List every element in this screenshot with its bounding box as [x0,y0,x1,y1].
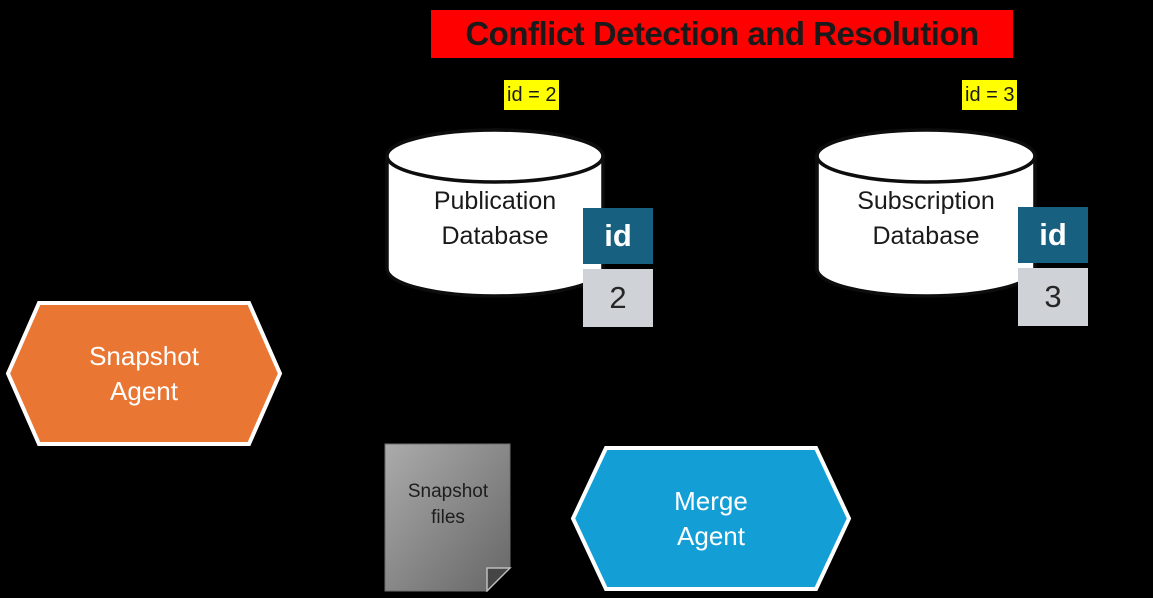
database-cylinder-icon [815,128,1037,298]
publication-id-table: id 2 [583,208,653,327]
database-cylinder-icon [385,128,605,298]
subscription-database-shape: Subscription Database [815,128,1037,298]
snapshot-files-label: Snapshot files [384,479,512,531]
snapshot-agent-label-line2: Agent [110,375,178,406]
hexagon-icon [5,301,283,446]
merge-agent-label-line2: Agent [677,520,745,551]
snapshot-files-label-line2: files [431,507,465,528]
publication-database-label: Publication Database [385,184,605,254]
publication-database-shape: Publication Database [385,128,605,298]
snapshot-agent-label-line1: Snapshot [89,340,199,371]
document-icon [384,443,512,592]
subscription-database-label-line1: Subscription [857,187,995,215]
subscription-id-table: id 3 [1018,207,1088,326]
subscription-database-label: Subscription Database [815,184,1037,254]
publication-id-table-header: id [583,208,653,264]
publication-id-table-value: 2 [583,269,653,327]
merge-agent-label-line1: Merge [674,485,748,516]
merge-agent-shape: Merge Agent [570,445,852,592]
slide-title: Conflict Detection and Resolution [431,10,1013,58]
subscription-id-table-value: 3 [1018,268,1088,326]
publication-database-label-line2: Database [441,222,549,250]
merge-agent-label: Merge Agent [570,445,852,592]
hexagon-icon [570,446,852,591]
snapshot-agent-shape: Snapshot Agent [5,300,283,447]
publication-database-label-line1: Publication [433,187,557,215]
publication-id-highlight-label: id = 2 [504,80,560,110]
snapshot-files-label-line1: Snapshot [407,481,489,502]
snapshot-agent-label: Snapshot Agent [5,300,283,447]
snapshot-files-shape: Snapshot files [384,443,512,592]
subscription-id-table-header: id [1018,207,1088,263]
subscription-id-highlight-label: id = 3 [962,80,1018,110]
subscription-database-label-line2: Database [872,222,980,250]
